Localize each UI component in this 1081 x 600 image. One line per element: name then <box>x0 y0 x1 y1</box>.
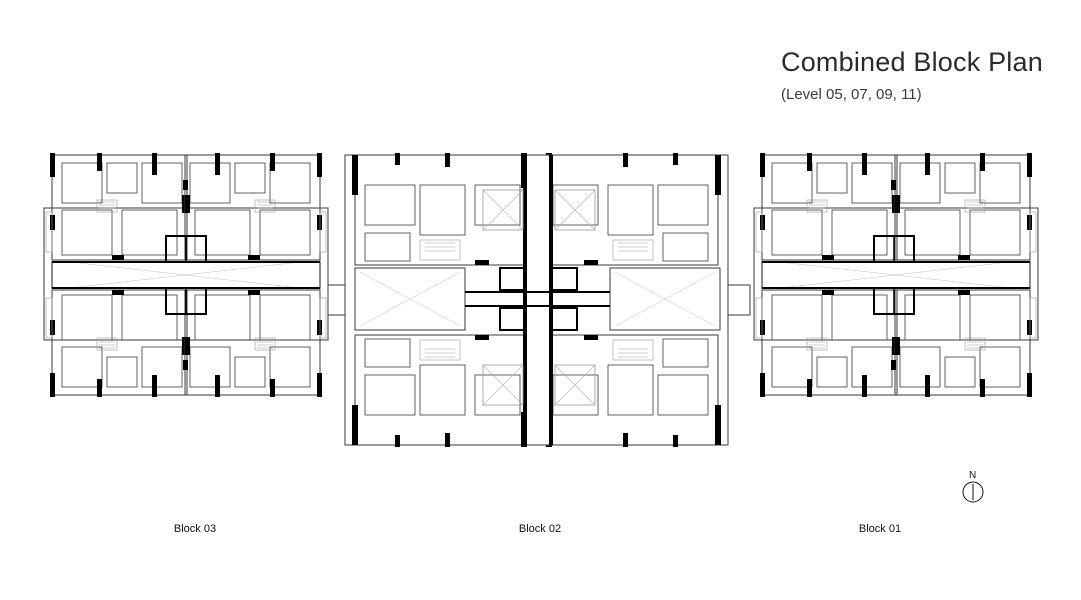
block-01-plan <box>753 152 1039 398</box>
block-01-label: Block 01 <box>858 523 902 535</box>
block-02-label: Block 02 <box>518 523 562 535</box>
north-label: N <box>969 470 977 481</box>
block-03-plan <box>43 152 329 398</box>
north-arrow-icon <box>962 481 984 503</box>
plan-subtitle: (Level 05, 07, 09, 11) <box>781 86 922 103</box>
block-03-label: Block 03 <box>173 523 217 535</box>
block-02-plan <box>327 152 751 448</box>
plan-title: Combined Block Plan <box>781 47 1043 77</box>
